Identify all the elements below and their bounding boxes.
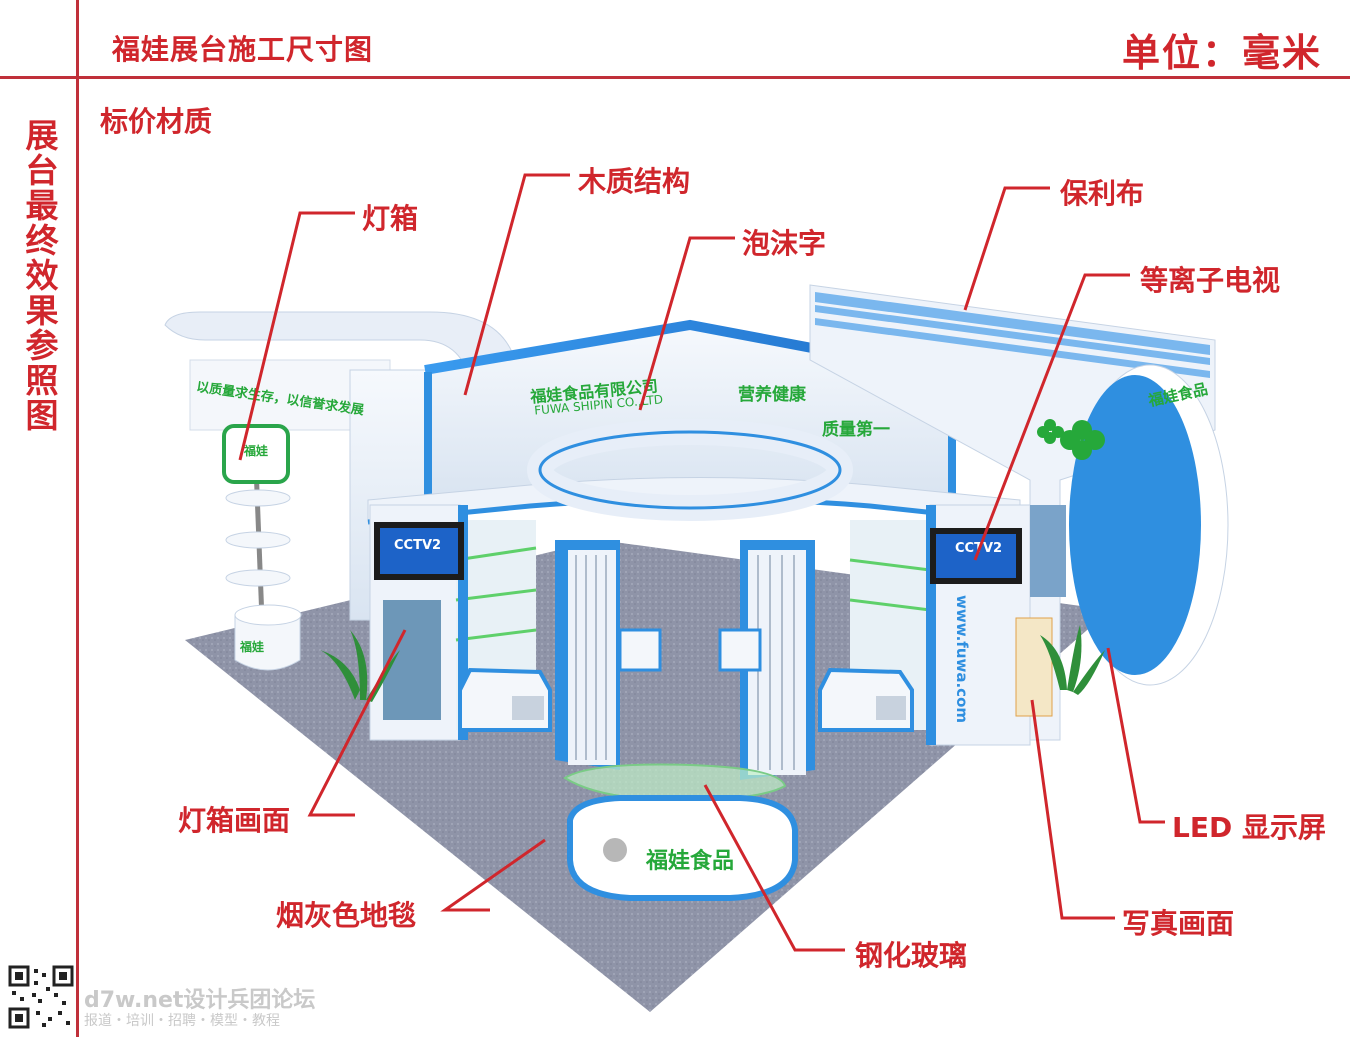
frame-horizontal-line (0, 76, 1350, 79)
motto-quality: 质量第一 (822, 420, 890, 440)
callout-lightbox-image: 灯箱画面 (178, 804, 291, 837)
callout-wood-structure: 木质结构 (578, 165, 691, 198)
callout-carpet: 烟灰色地毯 (276, 899, 417, 932)
callout-poly-cloth: 保利布 (1060, 177, 1145, 210)
motto-health: 营养健康 (738, 385, 806, 405)
lightbox-brand: 福娃 (244, 444, 269, 458)
side-title: 展台 最终 效果 参照 图 (25, 116, 59, 435)
subtitle: 标价材质 (100, 105, 213, 138)
watermark-site: d7w.net设计兵团论坛 (84, 988, 316, 1013)
page-title: 福娃展台施工尺寸图 (112, 33, 374, 66)
right-photo-print (1015, 617, 1053, 717)
callout-tempered-glass: 钢化玻璃 (855, 939, 968, 972)
qr-code-icon (8, 965, 74, 1029)
frame-vertical-line (76, 0, 79, 1037)
callout-led-screen: LED 显示屏 (1172, 811, 1326, 844)
left-lightbox-image (383, 600, 441, 720)
right-tv-logo: CCTV2 (955, 541, 1003, 556)
callout-lightbox: 灯箱 (362, 202, 419, 235)
callout-foam-letters: 泡沫字 (742, 227, 827, 260)
right-photo-top (1030, 505, 1066, 597)
callout-plasma-tv: 等离子电视 (1140, 264, 1281, 297)
pillar-brand: 福娃 (240, 640, 265, 654)
watermark-tagline: 报道・培训・招聘・模型・教程 (84, 1013, 280, 1029)
brand-counter: 福娃食品 (646, 849, 735, 874)
website-text: www.fuwa.com (953, 594, 972, 724)
unit-label: 单位：毫米 (1121, 31, 1322, 75)
left-tv-logo: CCTV2 (394, 538, 442, 553)
right-plant (1040, 625, 1105, 695)
callout-photo-print: 写真画面 (1122, 907, 1235, 940)
